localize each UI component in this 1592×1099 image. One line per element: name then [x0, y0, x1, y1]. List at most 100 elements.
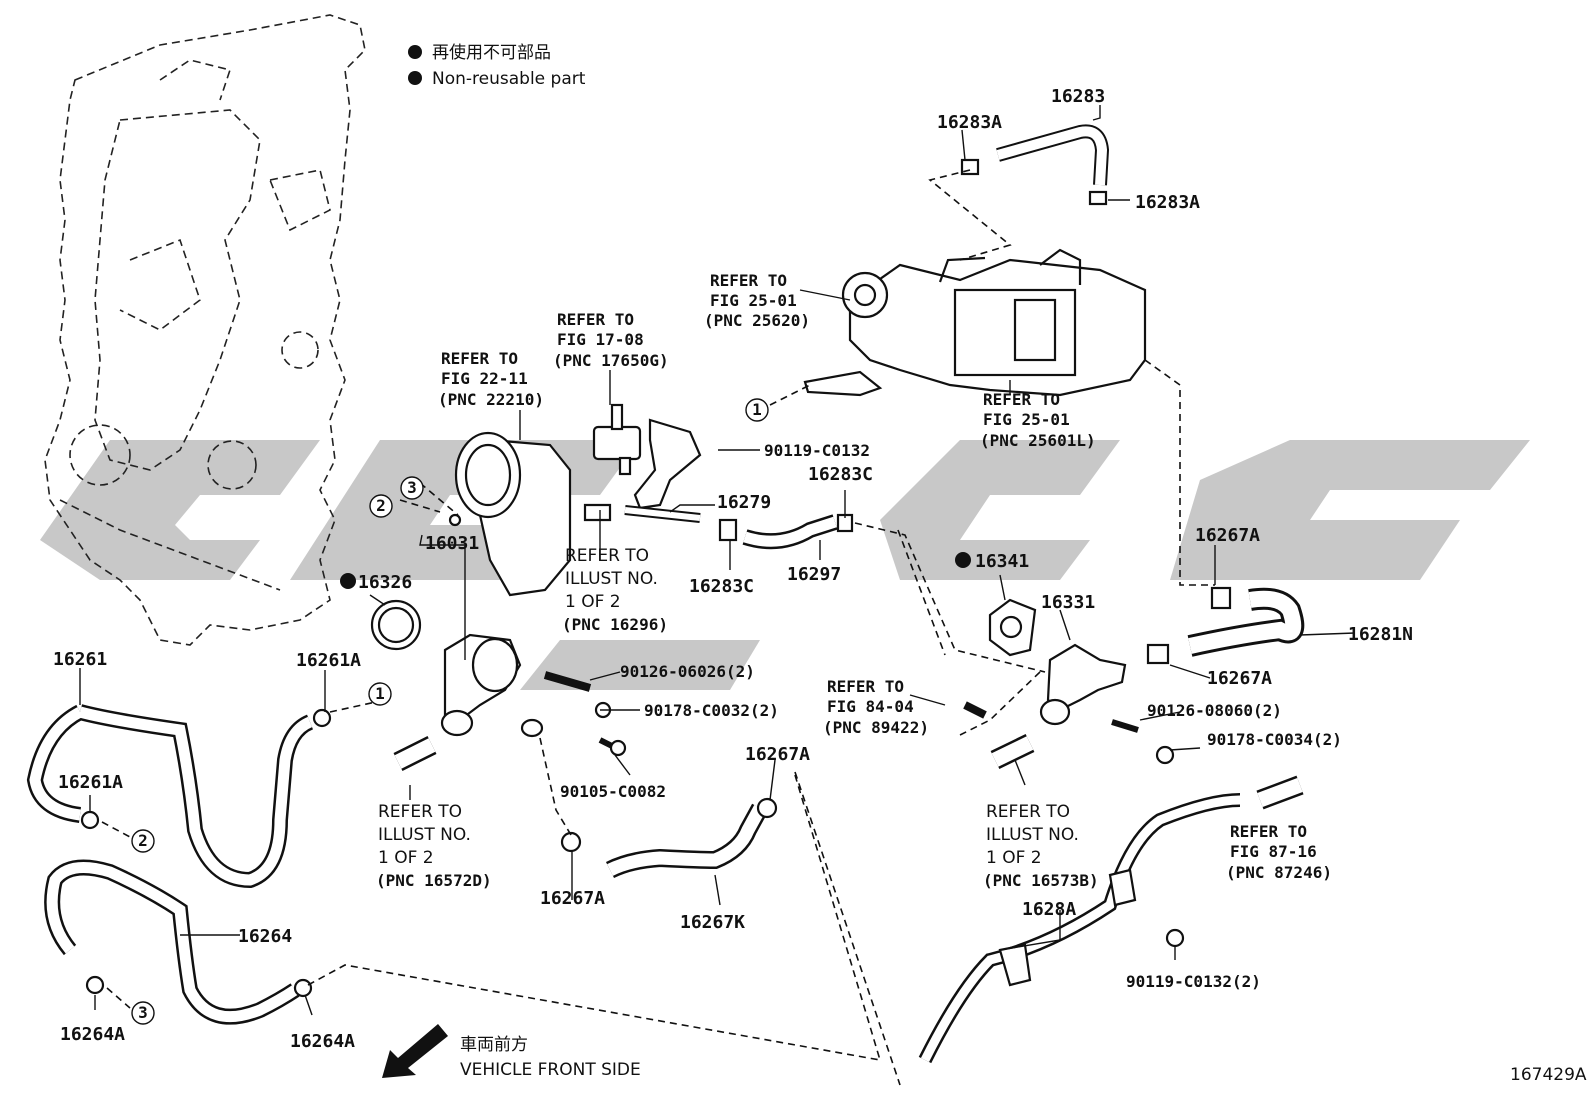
callout-3: 3: [407, 478, 417, 497]
svg-text:ILLUST NO.: ILLUST NO.: [986, 825, 1079, 845]
svg-text:(PNC 89422): (PNC 89422): [823, 718, 929, 737]
label-90178-c0032: 90178-C0032(2): [644, 701, 779, 720]
hose-16573b-stub: [990, 734, 1035, 769]
hose-16297: [718, 513, 854, 550]
watermark-logo: [40, 440, 1530, 690]
label-16283c: 16283C: [689, 576, 754, 597]
arrow-down-left-icon: [382, 1024, 448, 1078]
hose-16264: [44, 859, 313, 1025]
label-16283a: 16283A: [1135, 192, 1200, 213]
svg-text:1 OF 2: 1 OF 2: [565, 592, 621, 612]
legend-en: Non-reusable part: [432, 69, 586, 89]
non-reusable-dot-icon: [340, 573, 356, 589]
svg-text:(PNC 87246): (PNC 87246): [1226, 863, 1332, 882]
callout-2: 2: [138, 831, 148, 850]
label-90126-08060: 90126-08060(2): [1147, 701, 1282, 720]
egr-cooler-assembly: [803, 248, 1147, 397]
svg-text:REFER TO: REFER TO: [565, 546, 649, 566]
non-reusable-dot-icon: [955, 552, 971, 568]
svg-text:(PNC 25601L): (PNC 25601L): [980, 431, 1096, 450]
label-16341: 16341: [975, 551, 1029, 572]
label-16267k: 16267K: [680, 912, 745, 933]
label-16283: 16283: [1051, 86, 1105, 107]
hose-16267k: [560, 797, 778, 879]
label-16264: 16264: [238, 926, 292, 947]
label-16281n: 16281N: [1348, 624, 1413, 645]
hose-16572d-stub: [393, 736, 437, 771]
legend: 再使用不可部品 Non-reusable part: [408, 42, 586, 89]
gasket-16341: [988, 598, 1037, 657]
reference-notes: REFER TO FIG 25-01 (PNC 25620) REFER TO …: [376, 271, 1332, 890]
callout-2: 2: [376, 496, 386, 515]
ref-illust-16296: REFER TO ILLUST NO. 1 OF 2 (PNC 16296): [562, 546, 668, 634]
svg-text:REFER TO: REFER TO: [557, 310, 634, 329]
label-16261a: 16261A: [58, 772, 123, 793]
ref-illust-16573b: REFER TO ILLUST NO. 1 OF 2 (PNC 16573B): [983, 802, 1099, 890]
water-outlet-16331: [963, 643, 1175, 765]
engine-timing-cover: [44, 14, 366, 646]
svg-text:ILLUST NO.: ILLUST NO.: [565, 569, 658, 589]
svg-text:FIG 17-08: FIG 17-08: [557, 330, 644, 349]
label-16279: 16279: [717, 492, 771, 513]
label-16331: 16331: [1041, 592, 1095, 613]
label-1628a: 1628A: [1022, 899, 1076, 920]
callout-1: 1: [752, 400, 762, 419]
ref-fig-25-01-a: REFER TO FIG 25-01 (PNC 25620): [704, 271, 810, 330]
non-reusable-dot-icon: [408, 71, 422, 85]
part-labels: 16283 16283A 16283A 16283C 16283C 16279 …: [53, 86, 1413, 1052]
svg-text:ILLUST NO.: ILLUST NO.: [378, 825, 471, 845]
svg-text:FIG 22-11: FIG 22-11: [441, 369, 528, 388]
ref-fig-17-08: REFER TO FIG 17-08 (PNC 17650G): [553, 310, 669, 370]
svg-text:REFER TO: REFER TO: [1230, 822, 1307, 841]
svg-text:FIG 25-01: FIG 25-01: [710, 291, 797, 310]
label-16267a: 16267A: [1207, 668, 1272, 689]
callout-markers: 1 2 3 1 2 3: [131, 398, 769, 1025]
svg-text:(PNC 25620): (PNC 25620): [704, 311, 810, 330]
illustration-id: 167429A: [1510, 1065, 1587, 1085]
svg-text:REFER TO: REFER TO: [378, 802, 462, 822]
svg-text:REFER TO: REFER TO: [983, 390, 1060, 409]
vsv-17650g: [592, 403, 642, 476]
hose-16283: [960, 124, 1110, 206]
label-16267a: 16267A: [1195, 525, 1260, 546]
label-90105-c0082: 90105-C0082: [560, 782, 666, 801]
ref-illust-16572d: REFER TO ILLUST NO. 1 OF 2 (PNC 16572D): [376, 802, 492, 890]
dashed-connectors: [101, 169, 1215, 1086]
label-16261: 16261: [53, 649, 107, 670]
leader-lines: [79, 105, 1356, 1016]
label-16031: 16031: [425, 533, 479, 554]
svg-text:FIG 87-16: FIG 87-16: [1230, 842, 1317, 861]
label-16264a: 16264A: [290, 1031, 355, 1052]
label-16297: 16297: [787, 564, 841, 585]
label-16261a: 16261A: [296, 650, 361, 671]
svg-text:REFER TO: REFER TO: [441, 349, 518, 368]
label-90126-06026: 90126-06026(2): [620, 662, 755, 681]
label-16267a: 16267A: [745, 744, 810, 765]
svg-text:FIG 84-04: FIG 84-04: [827, 697, 914, 716]
label-90178-c0034: 90178-C0034(2): [1207, 730, 1342, 749]
pipe-1628a: [918, 775, 1304, 1064]
svg-text:REFER TO: REFER TO: [827, 677, 904, 696]
svg-text:FIG 25-01: FIG 25-01: [983, 410, 1070, 429]
callout-1: 1: [375, 684, 385, 703]
ref-fig-84-04: REFER TO FIG 84-04 (PNC 89422): [823, 677, 929, 737]
callout-3: 3: [138, 1003, 148, 1022]
label-90119-c0132: 90119-C0132: [764, 441, 870, 460]
legend-jp: 再使用不可部品: [432, 42, 551, 63]
direction-en: VEHICLE FRONT SIDE: [460, 1060, 641, 1080]
label-16283a: 16283A: [937, 112, 1002, 133]
svg-text:(PNC 16572D): (PNC 16572D): [376, 871, 492, 890]
svg-text:(PNC 16573B): (PNC 16573B): [983, 871, 1099, 890]
non-reusable-dot-icon: [408, 45, 422, 59]
ref-fig-25-01-b: REFER TO FIG 25-01 (PNC 25601L): [980, 390, 1096, 450]
water-inlet-16031: [440, 633, 627, 757]
svg-text:1 OF 2: 1 OF 2: [986, 848, 1042, 868]
throttle-body: [448, 431, 572, 597]
label-16283c: 16283C: [808, 464, 873, 485]
gasket-16326: [370, 599, 422, 651]
hose-16281n: [1146, 586, 1305, 665]
label-90119-c0132-2: 90119-C0132(2): [1126, 972, 1261, 991]
hose-16261: [26, 704, 332, 889]
svg-text:(PNC 17650G): (PNC 17650G): [553, 351, 669, 370]
